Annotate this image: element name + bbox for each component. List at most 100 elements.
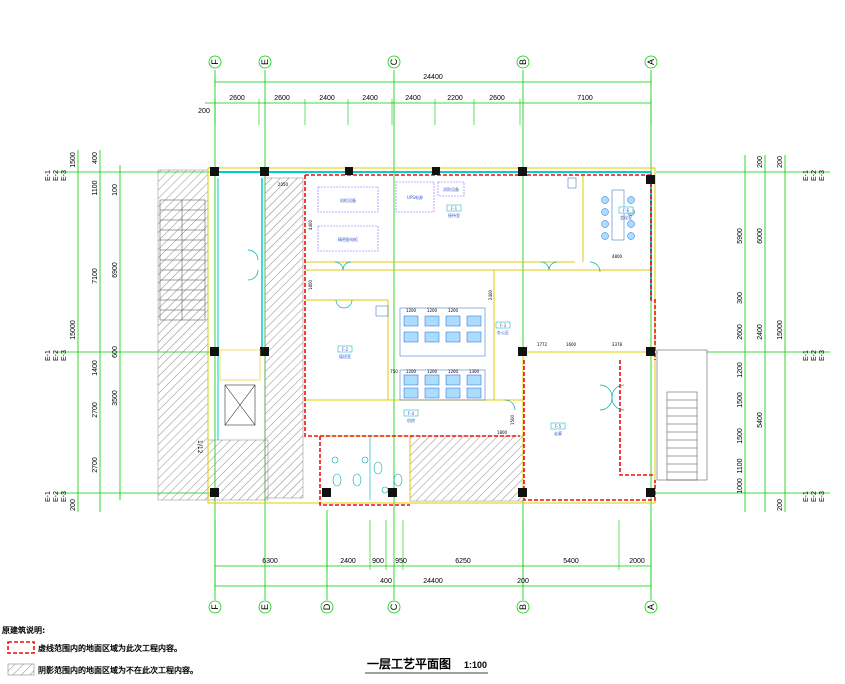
right-mid-7: 1100 — [737, 458, 744, 473]
axis-label-bottom-B: B — [518, 604, 528, 610]
side-code-r3b: E-2 — [811, 491, 818, 502]
room-code-2: F-2 — [342, 347, 349, 352]
int-dim-1: 2050 — [278, 182, 289, 187]
elevator-shaft — [219, 349, 261, 426]
axis-label-top-C: C — [389, 58, 399, 65]
side-code-r2b: E-2 — [811, 350, 818, 361]
axis-label-bottom-F: F — [210, 604, 220, 610]
right-outer-2: 15000 — [777, 320, 784, 340]
room-code-1: F-1 — [451, 206, 458, 211]
right-side-codes: E-1 E-2 E-3 E-1 E-2 E-3 E-1 E-2 E-3 — [803, 170, 826, 502]
bottom-dim-3: 900 — [372, 558, 384, 565]
left-inner-4: 3500 — [112, 390, 119, 406]
top-dim-8: 7100 — [577, 95, 593, 102]
top-total-dimension: 24400 — [423, 74, 443, 81]
left-inner-2: 6900 — [112, 262, 119, 278]
equipment-label-4: 消防设备 — [443, 186, 459, 192]
interior-dimensions: 2050 4400 1800 2400 4800 1772 1600 3378 … — [278, 182, 623, 435]
room-code-5: F-5 — [555, 424, 562, 429]
right-inner-1: 6000 — [757, 228, 764, 244]
left-outer-3: 200 — [70, 499, 77, 511]
bottom-small-2: 200 — [517, 578, 529, 585]
int-dim-12: 750 — [390, 369, 398, 374]
left-outer-2: 15000 — [70, 320, 77, 340]
int-dim-6: 1772 — [537, 342, 548, 347]
side-code-l1c: E-3 — [61, 170, 68, 181]
int-dim-4: 2400 — [488, 289, 493, 300]
notes-title: 原建筑说明: — [2, 625, 45, 635]
axis-label-top-F: F — [210, 59, 220, 65]
top-dim-3: 2400 — [319, 95, 335, 102]
left-mid-5: 2700 — [92, 402, 99, 418]
doors — [247, 249, 625, 411]
int-dim-16: 1300 — [469, 369, 480, 374]
room-code-3: F-3 — [500, 323, 507, 328]
equipment-label-3: UPS电源 — [407, 194, 423, 200]
left-mid-4: 1400 — [92, 360, 99, 376]
right-mid-2: 5900 — [737, 228, 744, 244]
equipment-label-1: 机柜设备 — [340, 197, 356, 203]
left-inner-3: 600 — [112, 346, 119, 358]
room-code-6: F-6 — [623, 208, 630, 213]
top-dim-1: 2600 — [229, 95, 245, 102]
bottom-small-1: 400 — [380, 578, 392, 585]
room-name-2: 值班室 — [339, 353, 351, 359]
legend-work-area-swatch — [7, 641, 35, 654]
int-dim-7: 1600 — [566, 342, 577, 347]
right-inner-3: 2400 — [757, 324, 764, 340]
left-side-codes: E-1 E-2 E-3 E-1 E-2 E-3 E-1 E-2 E-3 — [45, 170, 68, 502]
side-code-l3a: E-1 — [45, 491, 52, 502]
left-mid-1: 400 — [92, 152, 99, 164]
side-code-l1a: E-1 — [45, 170, 52, 181]
room-code-4: F-4 — [408, 411, 415, 416]
axis-label-bottom-A: A — [646, 604, 656, 610]
bottom-dim-4: 950 — [395, 558, 407, 565]
int-dim-13: 1200 — [406, 369, 417, 374]
side-code-r1c: E-3 — [819, 170, 826, 181]
right-inner-2: 300 — [737, 292, 744, 304]
axis-label-top-B: B — [518, 59, 528, 65]
side-code-l2a: E-1 — [45, 350, 52, 361]
int-dim-5: 4800 — [612, 254, 623, 259]
drawing-scale: 1:100 — [464, 660, 487, 670]
right-mid-1: 200 — [757, 156, 764, 168]
ramp-slope-label: 1/12 — [196, 440, 203, 454]
int-dim-3: 1800 — [308, 279, 313, 290]
side-code-r2c: E-3 — [819, 350, 826, 361]
axis-label-top-E: E — [260, 59, 270, 65]
bottom-dim-1: 6300 — [262, 558, 278, 565]
right-mid-6: 1500 — [737, 428, 744, 444]
structural-columns — [210, 167, 655, 497]
bottom-dim-2: 2400 — [340, 558, 356, 565]
int-dim-10: 1200 — [427, 308, 438, 313]
right-inner-4: 5400 — [757, 412, 764, 428]
right-mid-8: 1000 — [737, 478, 744, 494]
stair-right — [656, 349, 708, 481]
side-code-l2c: E-3 — [61, 350, 68, 361]
int-dim-18: 1800 — [497, 430, 508, 435]
right-mid-5: 1500 — [737, 392, 744, 408]
side-code-r1b: E-2 — [811, 170, 818, 181]
left-mid-3: 7100 — [92, 268, 99, 284]
axis-label-bottom-D: D — [322, 603, 332, 610]
axis-label-top-A: A — [646, 59, 656, 65]
right-mid-4: 1200 — [737, 362, 744, 378]
int-dim-17: 1500 — [510, 414, 515, 425]
top-dim-6: 2200 — [447, 95, 463, 102]
work-area-boundary — [304, 174, 656, 506]
int-dim-2: 4400 — [308, 219, 313, 230]
left-mid-6: 2700 — [92, 457, 99, 473]
hatched-excluded-areas — [157, 169, 524, 502]
int-dim-8: 3378 — [612, 342, 623, 347]
left-inner-1: 100 — [112, 184, 119, 196]
legend-excluded-swatch — [7, 663, 35, 676]
int-dim-9: 1200 — [406, 308, 417, 313]
note-1: 虚线范围内的地面区域为此次工程内容。 — [38, 643, 182, 653]
side-code-r2a: E-1 — [803, 350, 810, 361]
left-dimension-chains: 1500 15000 200 400 1100 7100 1400 2700 2… — [70, 150, 121, 512]
bottom-dim-5: 6250 — [455, 558, 471, 565]
top-dim-4: 2400 — [362, 95, 378, 102]
room-tags: F-1 F-2 F-3 F-4 F-5 F-6 接待室 值班室 办公区 机房 走… — [337, 204, 634, 436]
bottom-dim-6: 5400 — [563, 558, 579, 565]
left-outer-1: 1500 — [70, 152, 77, 168]
